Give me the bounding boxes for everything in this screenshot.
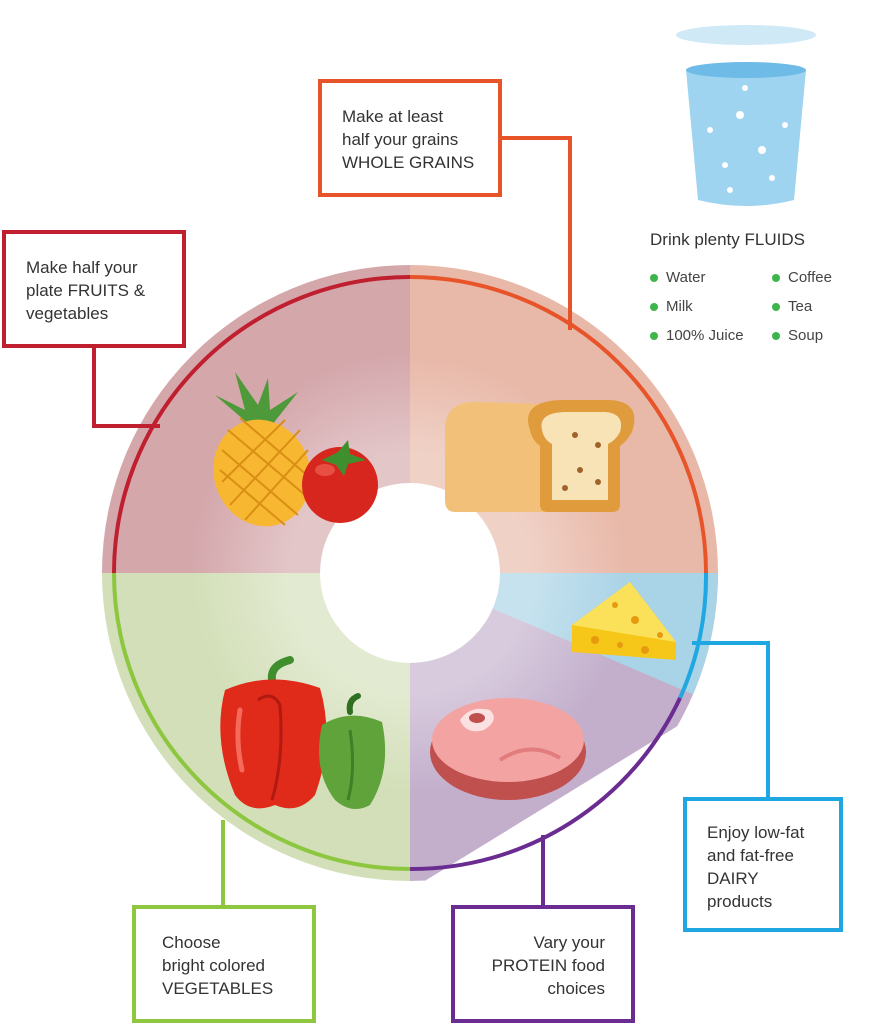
pineapple-icon <box>213 372 311 527</box>
vegetables-line-3: VEGETABLES <box>162 979 274 998</box>
list-item: Milk <box>650 297 772 316</box>
plate-center <box>320 483 500 663</box>
fluid-label: Water <box>666 269 706 286</box>
list-item: 100% Juice <box>650 326 772 345</box>
protein-line-3: choices <box>547 979 605 998</box>
fluid-label: 100% Juice <box>666 327 744 344</box>
protein-line-1: Vary your <box>533 933 606 952</box>
protein-label-box: Vary your PROTEIN food choices <box>451 905 635 1023</box>
fruits-line-2: plate FRUITS & <box>26 281 146 300</box>
protein-line-2: PROTEIN food <box>491 956 605 975</box>
plate-ring <box>112 275 709 872</box>
fluid-label: Soup <box>788 327 824 344</box>
bullet-icon <box>772 331 780 340</box>
bullet-icon <box>772 273 780 282</box>
bullet-icon <box>650 302 658 311</box>
bullet-icon <box>650 331 658 340</box>
dairy-line-2: and fat-free <box>707 846 794 865</box>
dairy-line-4: products <box>707 892 773 911</box>
fluid-label: Coffee <box>788 269 832 286</box>
fruits-label-box: Make half your plate FRUITS & vegetables <box>2 230 186 348</box>
bullet-icon <box>650 273 658 282</box>
fruits-line-1: Make half your <box>26 258 138 277</box>
bullet-icon <box>772 302 780 311</box>
fluids-title: Drink plenty FLUIDS <box>650 230 805 249</box>
green-pepper-icon <box>318 693 386 809</box>
dairy-label-box: Enjoy low-fat and fat-free DAIRY product… <box>683 797 843 932</box>
connectors <box>92 136 770 905</box>
fluid-label: Tea <box>788 298 813 315</box>
fluids-panel: Drink plenty FLUIDS Water Coffee Milk Te… <box>650 230 860 345</box>
cheese-icon <box>572 582 676 660</box>
red-pepper-icon <box>220 656 327 809</box>
list-item: Water <box>650 268 772 287</box>
vegetables-label-box: Choose bright colored VEGETABLES <box>132 905 316 1023</box>
steak-icon <box>430 698 586 800</box>
dairy-line-1: Enjoy low-fat <box>707 823 805 842</box>
vegetables-line-2: bright colored <box>162 956 266 975</box>
grains-line-1: Make at least <box>342 107 444 126</box>
dairy-line-3: DAIRY <box>707 869 759 888</box>
vegetables-line-1: Choose <box>162 933 221 952</box>
bread-icon <box>445 400 635 512</box>
grains-line-3: WHOLE GRAINS <box>342 153 475 172</box>
fluids-list: Water Coffee Milk Tea 100% Juice Soup <box>650 268 860 345</box>
list-item: Soup <box>772 326 860 345</box>
fluid-label: Milk <box>666 298 693 315</box>
tomato-icon <box>302 440 378 523</box>
grains-label-box: Make at least half your grains WHOLE GRA… <box>318 79 502 197</box>
list-item: Coffee <box>772 268 860 287</box>
fruits-line-3: vegetables <box>26 304 109 323</box>
list-item: Tea <box>772 297 860 316</box>
grains-line-2: half your grains <box>342 130 459 149</box>
water-glass-icon <box>676 25 816 206</box>
